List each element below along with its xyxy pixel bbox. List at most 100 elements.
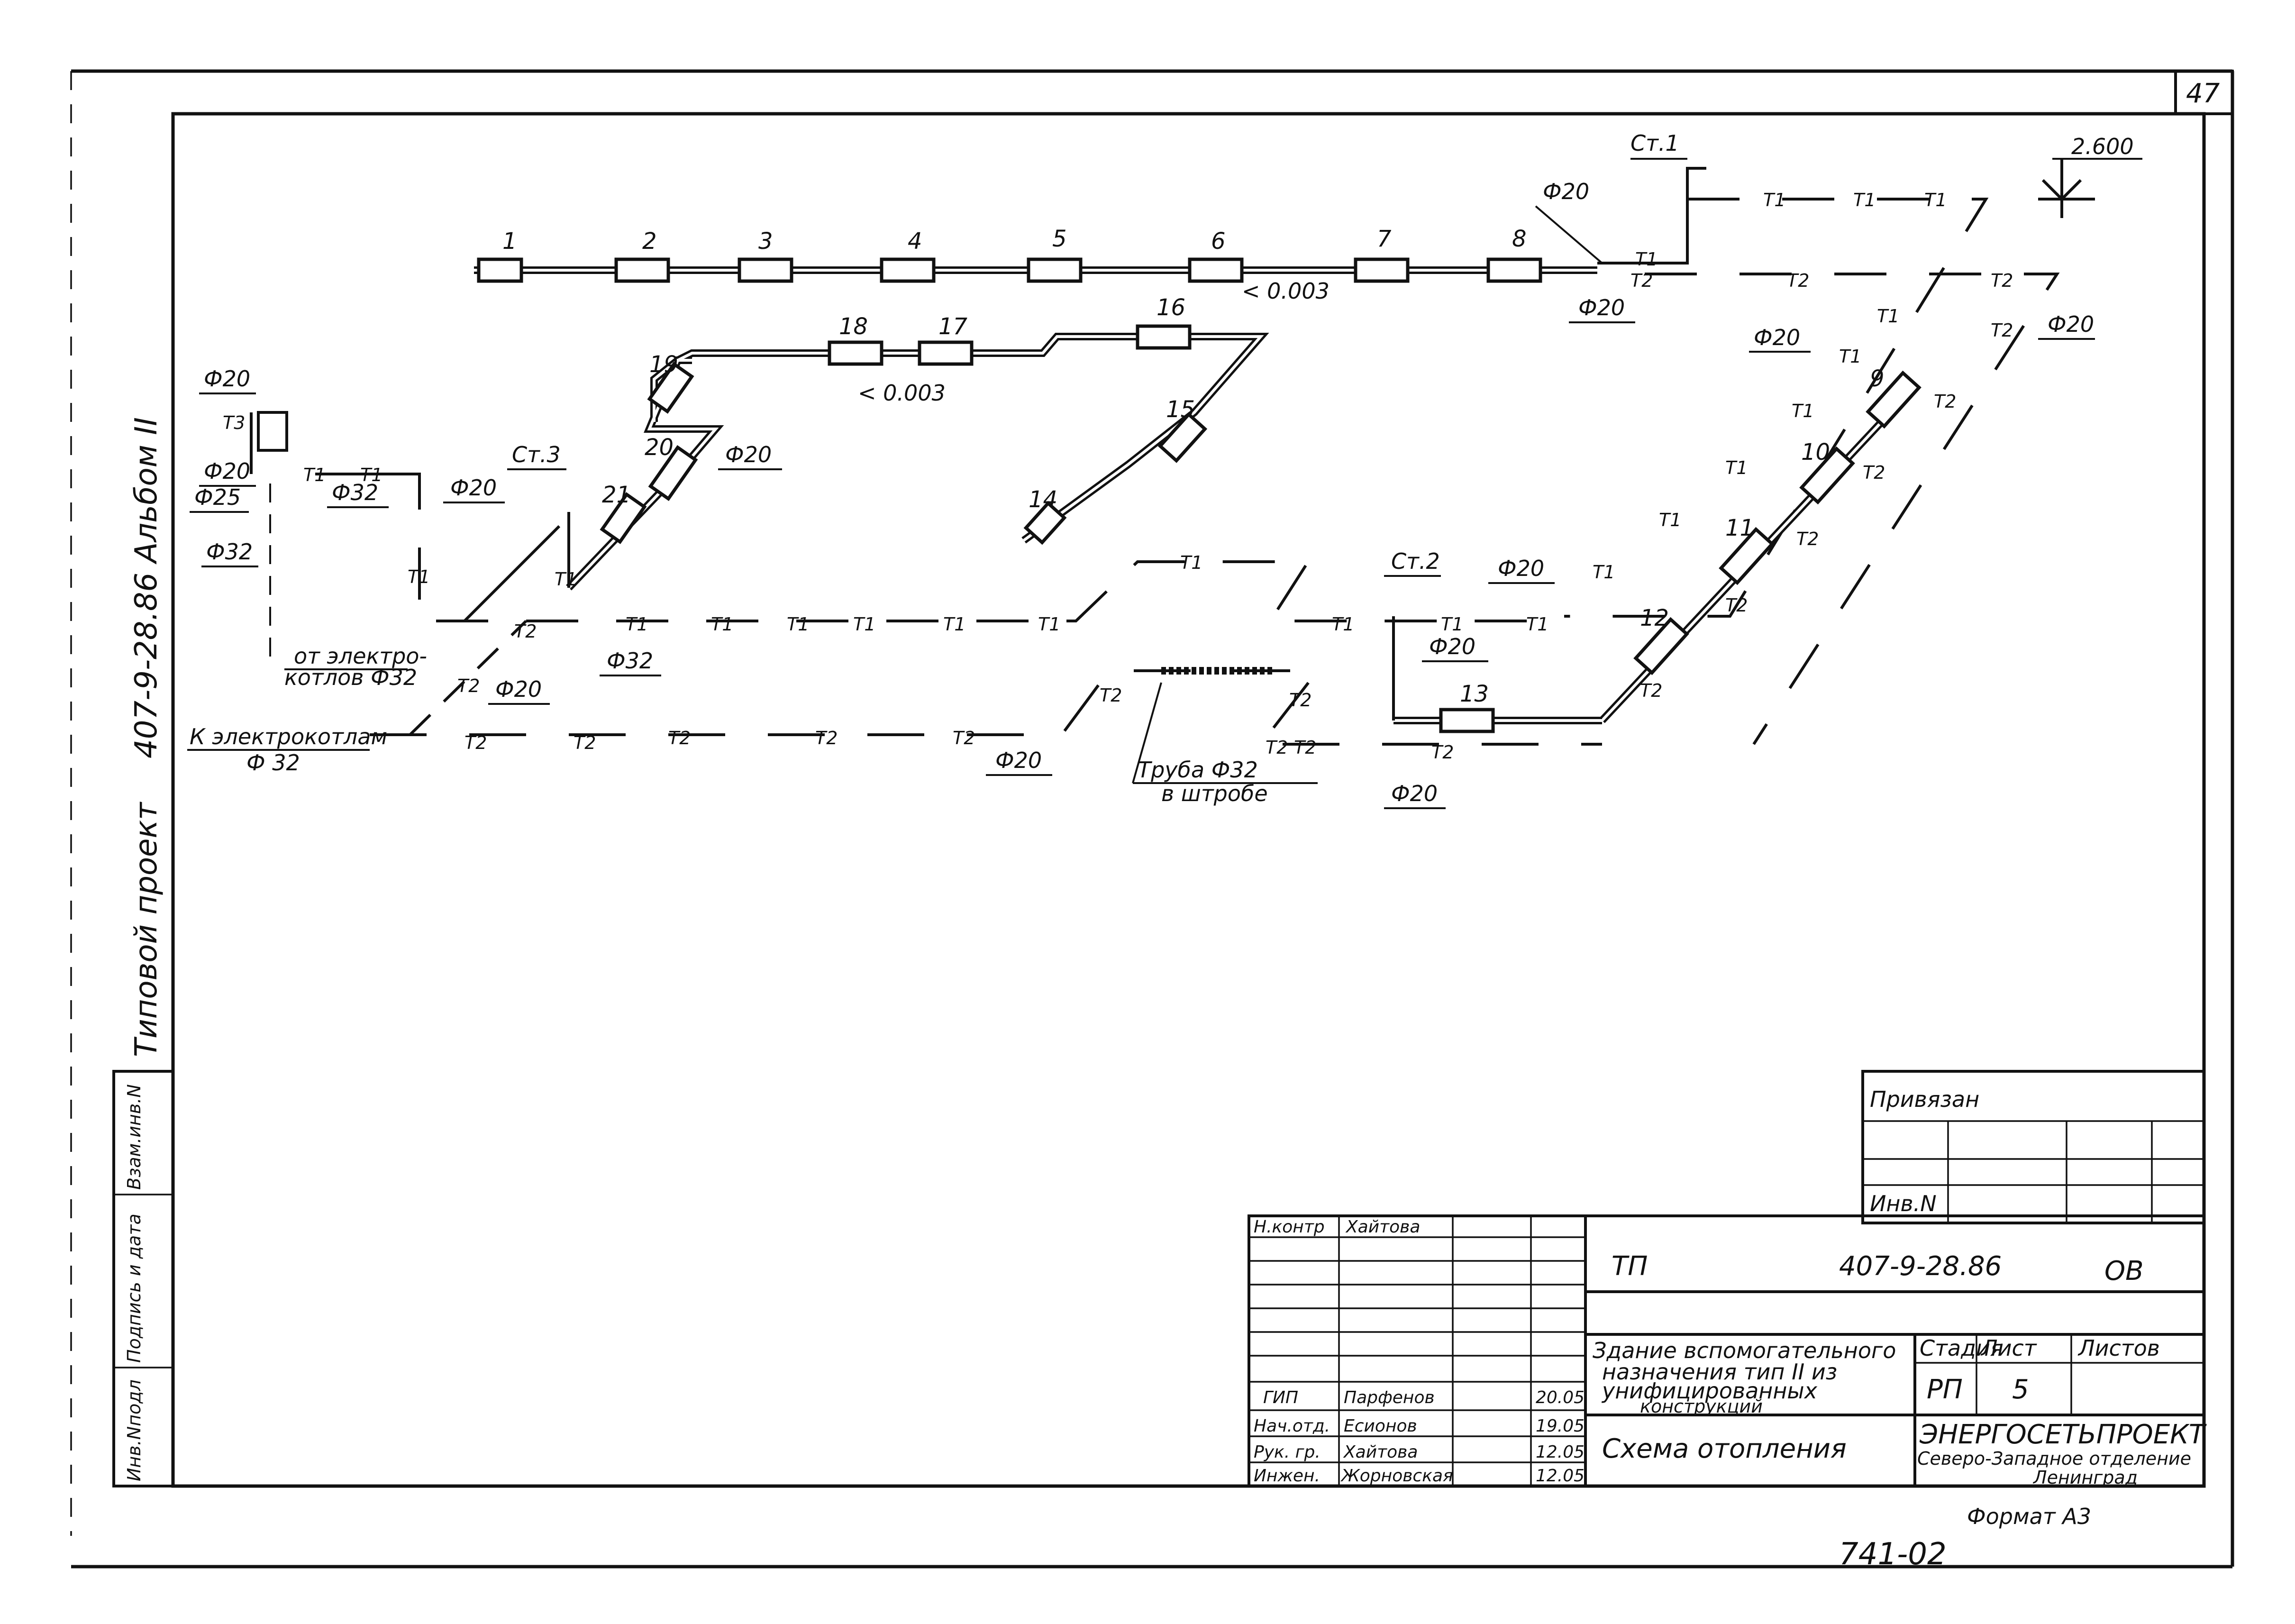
return-label: Т2 — [1640, 680, 1662, 701]
radiator-17 — [918, 340, 974, 366]
supply-label: Т1 — [1839, 346, 1861, 367]
side-stamp-inv: Инв.Nподл — [124, 1379, 145, 1481]
supply-label: Т1 — [1180, 552, 1202, 573]
radiator-number-18: 18 — [839, 313, 868, 340]
supply-label: Т1 — [408, 566, 430, 587]
radiator-2 — [614, 257, 670, 283]
date-gip: 20.05 — [1536, 1388, 1585, 1407]
diameter-label: Ф20 — [1578, 295, 1625, 320]
diameter-label: Ф32 — [332, 480, 378, 505]
pipe-note-line1: Труба Ф32 — [1138, 757, 1258, 783]
return-labels: Т2 Т2 Т2 Т2 Т2 Т2 Т2 Т2 Т2 Т2 Т2 Т2 Т2 Т… — [457, 270, 2013, 763]
role-head-dept: Нач.отд. — [1254, 1416, 1330, 1436]
diameter-label: Ф20 — [495, 676, 542, 702]
supply-label: Т1 — [360, 465, 382, 485]
supply-labels: Т1 Т1 Т1 Т1 Т1 Т1 Т1 Т1 Т1 Т1 Т1 Т1 Т1 Т… — [303, 190, 1947, 635]
role-gip: ГИП — [1263, 1388, 1298, 1407]
side-stamp — [112, 1070, 174, 1487]
radiator-5 — [1027, 257, 1083, 283]
bound-label: Привязан — [1870, 1086, 1979, 1112]
return-label: Т2 — [1991, 270, 2013, 291]
sheet-number: 47 — [2186, 78, 2220, 109]
supply-label: Т1 — [1853, 190, 1876, 210]
supply-label: Т1 — [626, 614, 648, 635]
radiator-number-19: 19 — [649, 351, 678, 378]
diameter-labels: Ф20 Ф20 Ф20 Ф20 Ф20 Ф20 Ф20 Ф20 Ф20 Ф20 … — [190, 179, 2095, 809]
supply-label: Т1 — [1924, 190, 1947, 210]
title-block — [1248, 1070, 2205, 1487]
radiator-number-16: 16 — [1157, 294, 1185, 321]
diameter-label: Ф32 — [607, 648, 653, 674]
radiator-4 — [880, 257, 936, 283]
return-label: Т2 — [1787, 270, 1809, 291]
object-line4: конструкций — [1640, 1396, 1763, 1417]
radiator-21 — [600, 492, 647, 544]
radiator-number-8: 8 — [1512, 226, 1527, 252]
side-stamp-replace: Взам.инв.N — [124, 1084, 145, 1190]
radiator-9 — [1866, 370, 1922, 429]
diameter-label: Ф32 — [206, 539, 253, 565]
side-stamp-sign: Подпись и дата — [124, 1213, 145, 1363]
slope-label-1: < 0.003 — [1242, 278, 1330, 304]
sheet-label: Лист — [1980, 1335, 2037, 1361]
radiator-13 — [1439, 708, 1495, 733]
return-label: Т2 — [815, 728, 838, 748]
return-label: Т2 — [1294, 737, 1316, 758]
riser-label-1: Ст.1 — [1630, 130, 1679, 156]
to-boiler-line1: К электрокотлам — [190, 724, 387, 749]
radiator-3 — [738, 257, 793, 283]
boiler-t3-label: Т3 — [223, 412, 245, 433]
radiator-number-7: 7 — [1377, 226, 1392, 252]
diameter-label: Ф20 — [204, 458, 250, 484]
supply-label: Т1 — [1526, 614, 1548, 635]
side-title-album: 407-9-28.86 Альбом II — [129, 417, 164, 758]
supply-label: Т1 — [943, 614, 965, 635]
radiator-number-17: 17 — [938, 313, 968, 340]
radiator-16 — [1136, 324, 1192, 350]
sheets-label: Листов — [2077, 1335, 2160, 1361]
return-label: Т2 — [1431, 742, 1454, 763]
radiator-number-6: 6 — [1211, 228, 1226, 255]
radiator-number-13: 13 — [1460, 681, 1489, 707]
return-label: Т2 — [1863, 462, 1885, 483]
riser-label-2: Ст.2 — [1391, 548, 1440, 574]
diameter-label: Ф20 — [725, 442, 772, 467]
radiator-number-10: 10 — [1801, 439, 1830, 465]
radiator-6 — [1188, 257, 1244, 283]
name-gip: Парфенов — [1344, 1388, 1435, 1407]
object-line2: назначения тип II из — [1602, 1359, 1837, 1385]
radiator-number-2: 2 — [642, 228, 657, 255]
diameter-label: Ф20 — [1754, 325, 1800, 350]
radiator-number-1: 1 — [502, 228, 517, 255]
supply-label: Т1 — [1441, 614, 1463, 635]
radiator-number-3: 3 — [758, 228, 773, 255]
role-n-control: Н.контр — [1254, 1217, 1325, 1237]
supply-label: Т1 — [1877, 306, 1899, 327]
radiator-number-20: 20 — [645, 434, 674, 461]
radiator-number-11: 11 — [1725, 515, 1754, 541]
supply-label: Т1 — [1763, 190, 1785, 210]
stage-label: Стадия — [1920, 1335, 2003, 1361]
return-label: Т2 — [514, 621, 537, 642]
handwritten-number: 741-02 — [1839, 1537, 1947, 1572]
diameter-label: Ф20 — [1429, 634, 1475, 659]
return-label: Т2 — [464, 732, 487, 753]
radiator-7 — [1354, 257, 1410, 283]
radiator-8 — [1486, 257, 1542, 283]
supply-label: Т1 — [1593, 562, 1615, 583]
radiator-18 — [828, 340, 883, 366]
return-label: Т2 — [1796, 529, 1819, 549]
return-label: Т2 — [1630, 270, 1653, 291]
diameter-label: Ф20 — [450, 475, 497, 501]
radiator-14 — [1023, 501, 1067, 545]
name-head-dept: Есионов — [1344, 1416, 1417, 1436]
inv-label: Инв.N — [1870, 1191, 1937, 1216]
riser-label-3: Ст.3 — [512, 442, 561, 467]
diameter-label: Ф20 — [1498, 556, 1544, 581]
level-mark — [2038, 158, 2142, 218]
to-boiler-line2: Ф 32 — [246, 750, 300, 776]
supply-label: Т1 — [1038, 614, 1060, 635]
name-engineer: Жорновская — [1340, 1466, 1453, 1486]
supply-label: Т1 — [1635, 249, 1658, 270]
return-label: Т2 — [1266, 737, 1288, 758]
